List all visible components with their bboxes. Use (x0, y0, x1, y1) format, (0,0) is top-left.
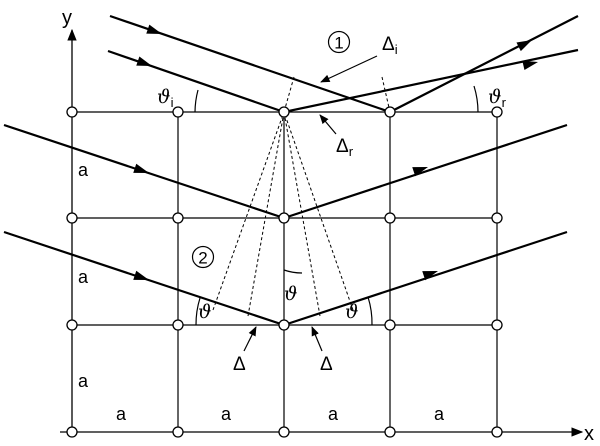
lattice-point (172, 212, 184, 224)
lattice-point (384, 212, 396, 224)
angle-arc-theta-right (367, 296, 373, 326)
spacing-label-horizontal: a (116, 404, 127, 424)
delta-r-label: Δr (336, 136, 354, 159)
dashed-line-ray2-incident (212, 111, 285, 311)
circled-marker-ring (327, 30, 351, 54)
arrowhead (422, 271, 438, 281)
lattice-point (278, 106, 290, 118)
lattice-point (172, 319, 184, 331)
dashed-line-delta-i (283, 76, 295, 113)
theta-i-label: ϑi (157, 86, 174, 110)
ray-2 (3, 230, 568, 327)
spacing-label-horizontal: a (328, 404, 339, 424)
lattice-point (172, 426, 184, 438)
spacing-label-vertical: a (78, 160, 89, 180)
arrowhead (146, 24, 162, 34)
delta-label-left: Δ (233, 354, 246, 375)
lattice-point (491, 426, 503, 438)
lattice-point (278, 212, 290, 224)
lattice-point (66, 212, 78, 224)
pointer-delta-i (320, 55, 378, 83)
circled-marker-ring (191, 245, 215, 269)
axes: y x (60, 7, 594, 445)
angle-arc-theta-left (195, 297, 201, 326)
spacing-label-vertical: a (78, 267, 89, 287)
arrowhead (412, 167, 428, 177)
lattice-point (66, 319, 78, 331)
arrowhead (133, 270, 149, 280)
angle-arc-theta-i (194, 89, 199, 113)
rays (3, 14, 579, 327)
arrowhead (136, 56, 152, 66)
angle-arcs (194, 85, 479, 326)
ray-middle (3, 123, 568, 220)
lattice-point (491, 212, 503, 224)
angle-arc-theta-center (283, 269, 303, 274)
spacing-label-vertical: a (78, 371, 89, 391)
lattice-point (66, 426, 78, 438)
lattice-point (491, 106, 503, 118)
spacing-label-horizontal: a (434, 404, 445, 424)
lattice-point (384, 319, 396, 331)
lattice-point (384, 106, 396, 118)
spacing-labels: a a a a a a a (78, 160, 445, 424)
dashed-line-mid-reflected (283, 111, 321, 317)
theta-r-label: ϑr (488, 86, 507, 110)
lattice-points (66, 106, 503, 438)
lattice-point (491, 319, 503, 331)
dashed-line-ray2-reflected (283, 111, 354, 311)
lattice-point (384, 426, 396, 438)
arrowhead (522, 60, 538, 71)
angle-arc-theta-r (473, 85, 479, 113)
ray-arrowheads (133, 24, 538, 281)
theta-label-right: ϑ (345, 301, 359, 323)
delta-i-label: Δi (382, 34, 398, 57)
lattice-point (278, 319, 290, 331)
lattice-point (66, 106, 78, 118)
circled-marker-2: 2 (191, 245, 215, 269)
theta-label-left: ϑ (198, 301, 212, 323)
arrowhead (516, 40, 532, 52)
pointer-delta-left (243, 326, 257, 352)
ray-1-lower (107, 48, 579, 114)
pointer-arrows (243, 55, 378, 352)
spacing-label-horizontal: a (221, 404, 232, 424)
arrowhead (133, 163, 149, 173)
theta-label-center: ϑ (284, 283, 298, 305)
circled-marker-1: 1 (327, 30, 351, 54)
lattice-point (278, 426, 290, 438)
path-difference-lines (212, 76, 391, 325)
circled-marker-number: 2 (198, 249, 207, 268)
y-axis-label: y (62, 7, 72, 29)
lattice-point (172, 106, 184, 118)
delta-label-right: Δ (320, 354, 333, 375)
pointer-delta-right (311, 326, 323, 352)
circled-marker-number: 1 (334, 34, 343, 53)
x-axis-label: x (584, 423, 594, 445)
pointer-delta-r (319, 114, 337, 135)
dashed-line-mid-incident (247, 111, 285, 317)
dashed-line-delta-r (381, 76, 391, 113)
